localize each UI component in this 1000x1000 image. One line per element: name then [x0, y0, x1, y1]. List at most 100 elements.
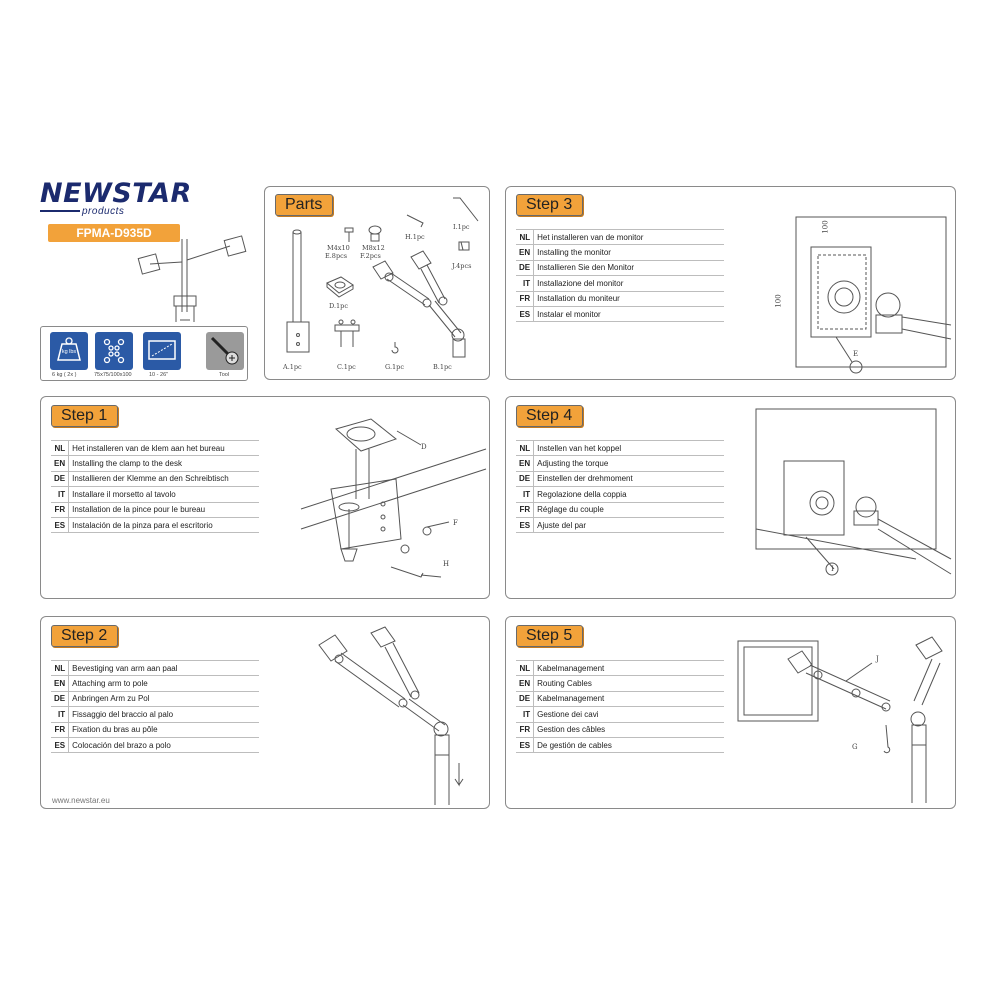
brand-sub: products	[82, 206, 125, 217]
step3-dim-side: 100	[774, 294, 783, 308]
tool-caption: Tool	[219, 372, 230, 378]
step4-illustration	[755, 408, 952, 576]
step3-illustration	[795, 216, 952, 374]
pole-plate-d-drawing	[326, 276, 354, 298]
part-c-label: C.1pc	[337, 363, 356, 371]
website-link[interactable]: www.newstar.eu	[52, 796, 110, 805]
part-a-label: A.1pc	[283, 363, 302, 371]
part-g-label: G.1pc	[385, 363, 404, 371]
clamp-c-drawing	[334, 319, 360, 347]
weight-icon: kg lbs	[50, 332, 88, 370]
step5-callout-j: J	[876, 655, 879, 663]
pole-part-drawing	[286, 229, 310, 353]
screen-size-icon	[143, 332, 181, 370]
brand-logo: NEWSTAR products	[40, 178, 192, 220]
hook-g-drawing	[391, 342, 399, 354]
step5-illustration	[737, 636, 943, 803]
vesa-caption: 75x75/100x100	[94, 372, 132, 378]
step3-callout-e: E	[853, 350, 859, 358]
step2-title: Step 2	[51, 625, 119, 647]
logo-underline	[40, 210, 80, 212]
part-h-label: H.1pc	[405, 233, 425, 241]
parts-title: Parts	[275, 194, 334, 216]
vesa-holes-icon	[95, 332, 133, 370]
part-e-label: E.8pcs	[325, 252, 348, 260]
weight-icon-text: kg lbs	[61, 349, 77, 355]
screen-size-caption: 10 - 26"	[149, 372, 169, 378]
allen-key-i-drawing	[453, 197, 479, 222]
product-illustration	[137, 235, 247, 322]
step3-title: Step 3	[516, 194, 584, 216]
part-b-label: B.1pc	[433, 363, 452, 371]
step3-dim-top: 100	[821, 220, 830, 234]
part-i-label: I.1pc	[453, 223, 470, 231]
parts-panel: Parts A.1pc M4x10 E.8pcs M8x12 F.2pcs H.…	[264, 186, 490, 380]
step2-illustration	[318, 626, 464, 805]
cable-clip-j-drawing	[458, 241, 470, 251]
spec-box	[40, 326, 248, 381]
bolt-f-drawing	[368, 225, 382, 242]
allen-key-h-drawing	[406, 214, 424, 228]
model-number: FPMA-D935D	[48, 224, 180, 242]
step1-illustration	[300, 418, 487, 578]
step1-title: Step 1	[51, 405, 119, 427]
step5-callout-g: G	[852, 743, 858, 751]
part-j-label: J.4pcs	[452, 262, 472, 270]
step4-callout-i: I	[831, 565, 834, 573]
step1-callout-h: H	[443, 560, 450, 568]
screwdriver-icon	[206, 332, 244, 370]
step1-callout-d: D	[421, 443, 427, 451]
weight-caption: 6 kg ( 2x )	[52, 372, 77, 378]
screw-e-drawing	[344, 227, 354, 242]
brand-name: NEWSTAR	[40, 178, 192, 209]
part-d-label: D.1pc	[329, 302, 348, 310]
part-f-size: M8x12	[362, 244, 385, 252]
step1-callout-f: F	[453, 519, 458, 527]
part-f-label: F.2pcs	[360, 252, 381, 260]
step5-title: Step 5	[516, 625, 584, 647]
part-e-size: M4x10	[327, 244, 350, 252]
arm-b-drawing	[372, 250, 466, 358]
step4-title: Step 4	[516, 405, 584, 427]
